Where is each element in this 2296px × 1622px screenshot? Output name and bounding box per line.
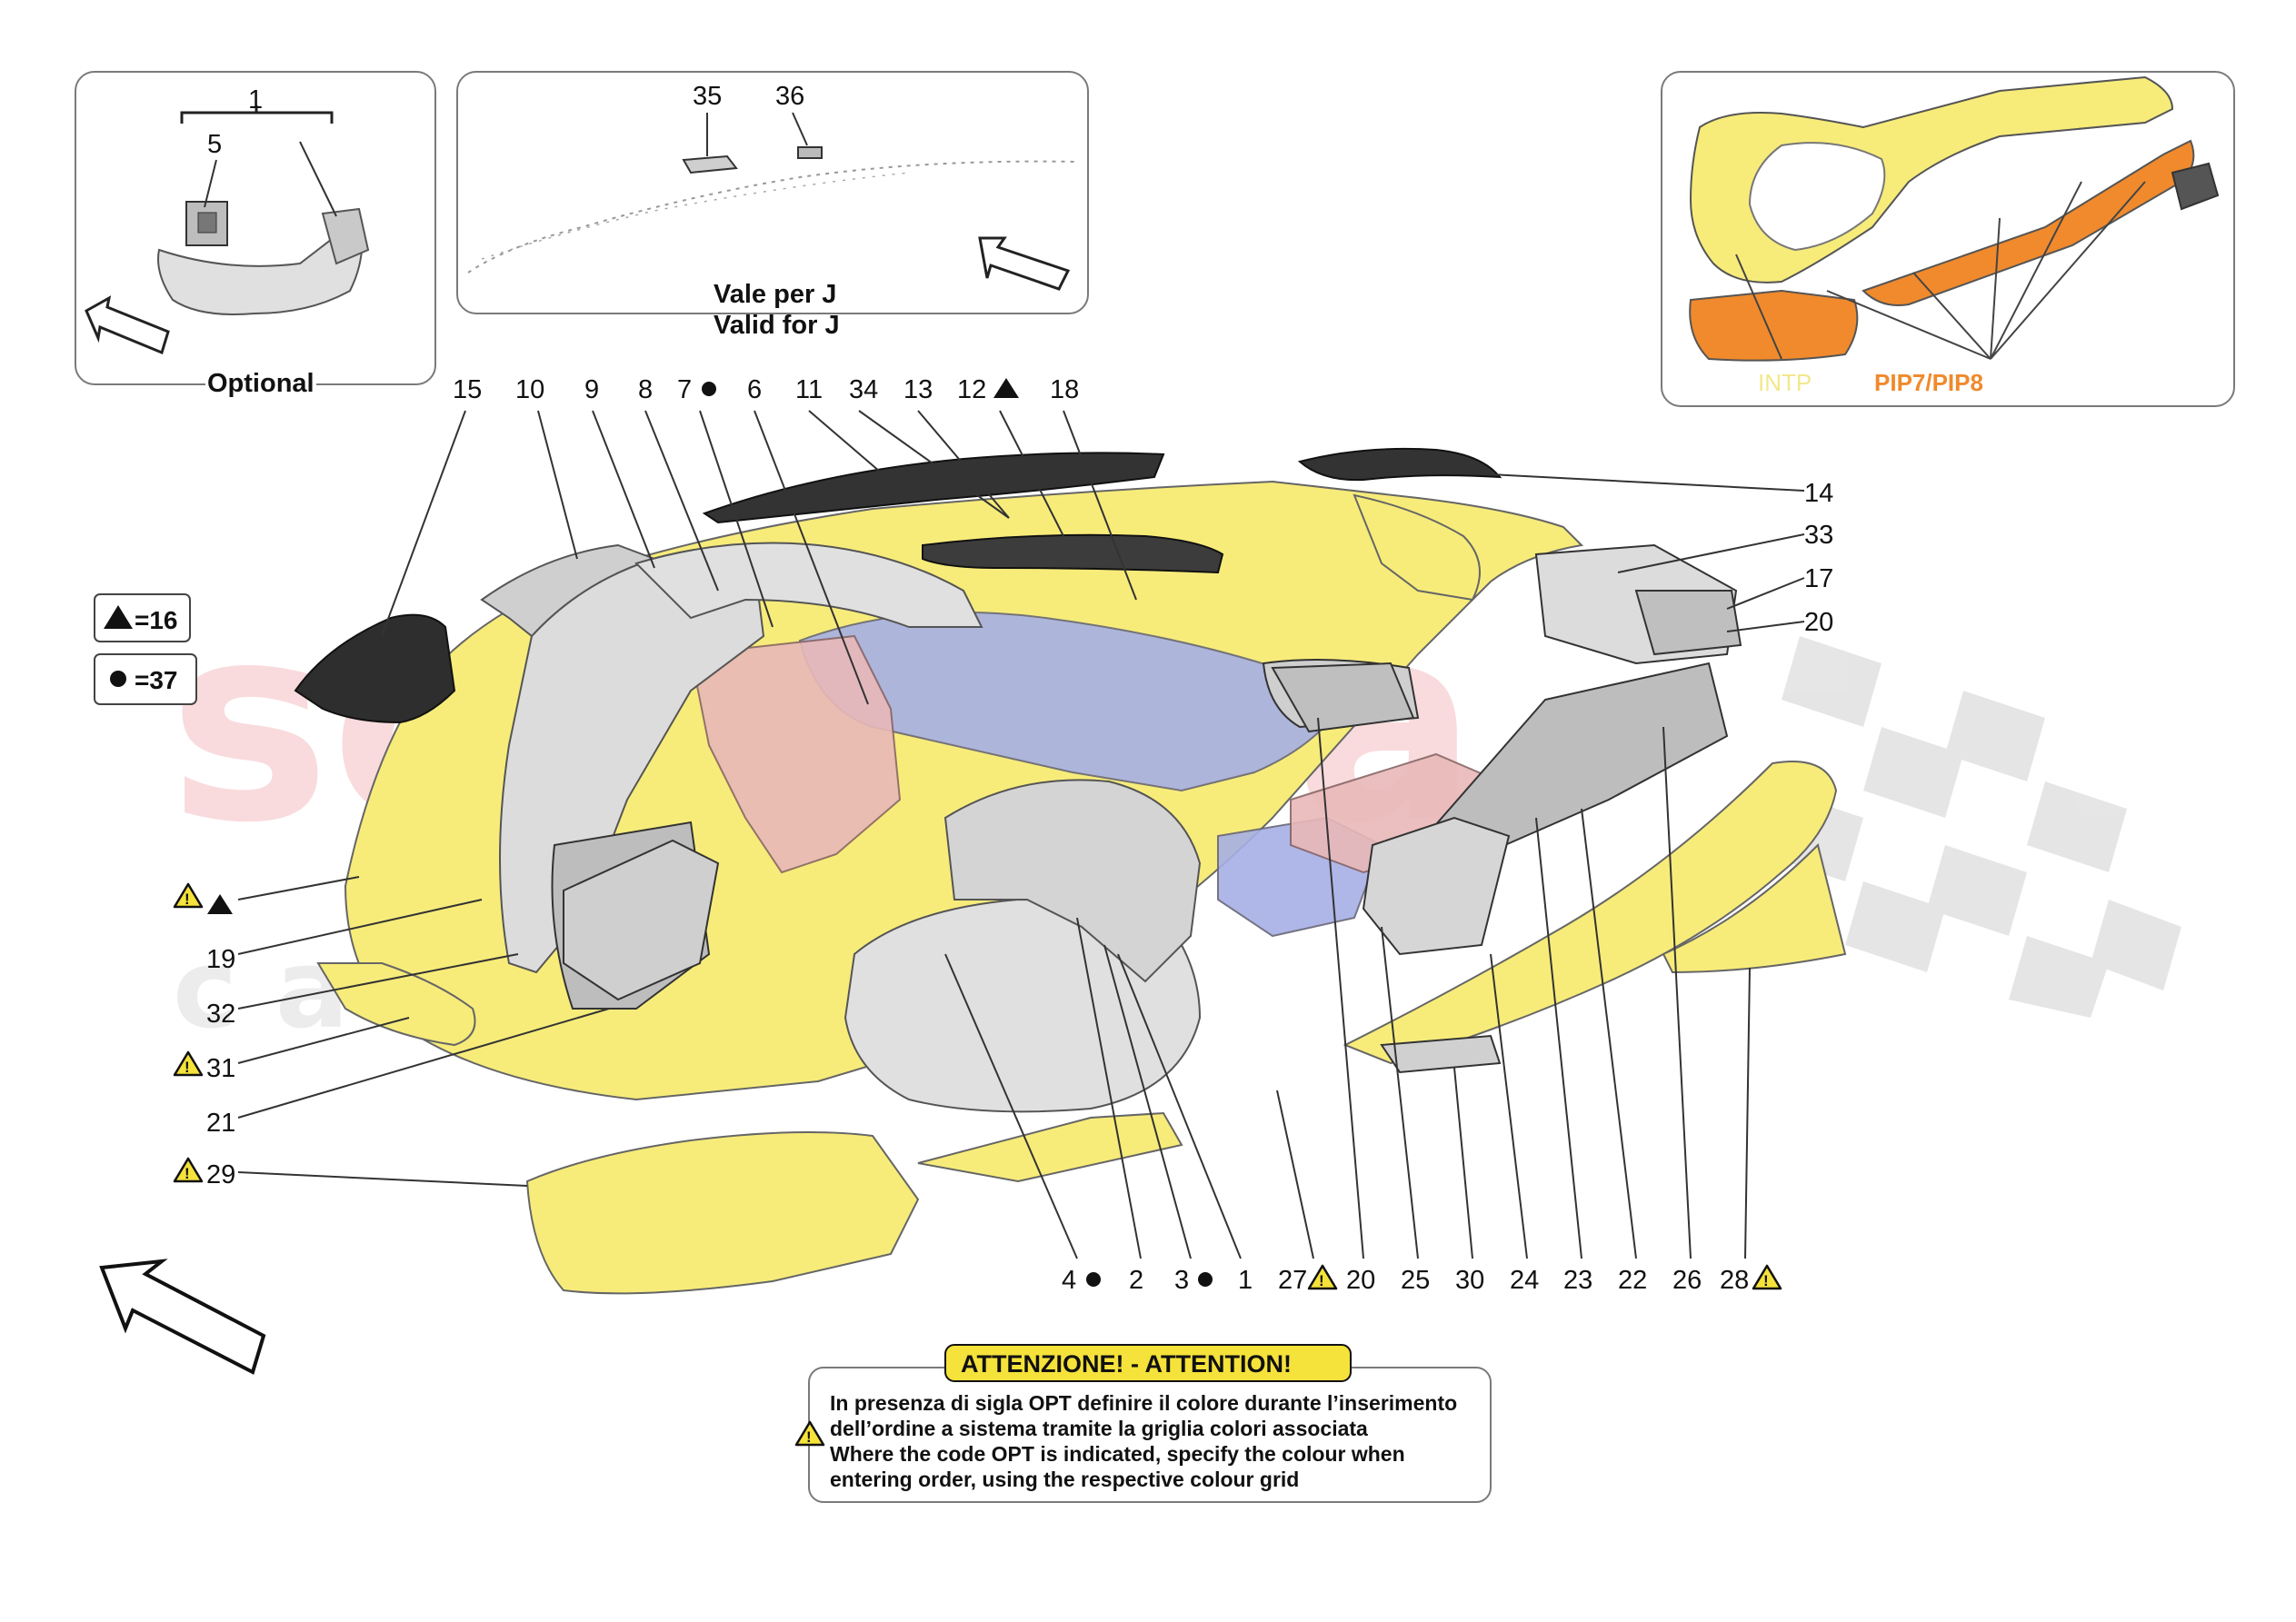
callout-10: 10 xyxy=(515,375,544,404)
valid-j-line1: Vale per J xyxy=(714,280,836,309)
warning-icon: ! xyxy=(173,1157,204,1183)
checkered-flag xyxy=(1763,636,2181,1018)
warning-icon: ! xyxy=(173,1050,204,1077)
callout-24: 24 xyxy=(1510,1266,1539,1295)
carbon-cluster-cover-15 xyxy=(294,613,456,724)
optional-shroud-part xyxy=(157,201,370,315)
intp-label: INTP xyxy=(1758,369,1812,396)
warning-icon: ! xyxy=(1307,1264,1338,1290)
warning-icon: ! xyxy=(1752,1264,1782,1290)
callout-19: 19 xyxy=(206,945,235,974)
intp-pip-illustration xyxy=(1689,75,2220,362)
attention-title: ATTENZIONE! - ATTENTION! xyxy=(961,1350,1292,1378)
dot-icon xyxy=(1198,1272,1213,1287)
left-yellow-trim-31 xyxy=(316,962,476,1047)
callout-1-inset: 1 xyxy=(248,85,263,114)
callout-14: 14 xyxy=(1804,479,1833,508)
svg-text:!: ! xyxy=(1763,1272,1769,1289)
callout-18: 18 xyxy=(1050,375,1079,404)
svg-text:!: ! xyxy=(185,1059,190,1076)
steering-shroud-lower xyxy=(844,779,1202,1113)
callout-2: 2 xyxy=(1129,1266,1143,1295)
callout-22: 22 xyxy=(1618,1266,1647,1295)
callout-30: 30 xyxy=(1455,1266,1484,1295)
direction-arrow-icon xyxy=(99,1259,266,1375)
callout-20-bottom: 20 xyxy=(1346,1266,1375,1295)
legend-triangle: =16 xyxy=(94,593,191,642)
j-dashboard-outline xyxy=(467,146,1078,274)
warning-icon: ! xyxy=(173,882,204,909)
callout-13: 13 xyxy=(903,375,933,404)
callout-6: 6 xyxy=(747,375,762,404)
callout-9: 9 xyxy=(584,375,599,404)
callout-15: 15 xyxy=(453,375,482,404)
callout-26: 26 xyxy=(1672,1266,1702,1295)
callouts-top: 15 10 9 8 7 6 11 34 13 12 18 xyxy=(453,375,1079,404)
attention-badge xyxy=(944,1344,1352,1382)
callouts-left: ! 19 32 ! 31 21 ! 29 xyxy=(173,882,235,1189)
note-line-4: entering order, using the respective col… xyxy=(830,1468,1299,1491)
part-36-shape xyxy=(797,146,823,159)
arrow-icon-j xyxy=(978,236,1071,291)
note-line-3: Where the code OPT is indicated, specify… xyxy=(830,1442,1405,1466)
callout-34: 34 xyxy=(849,375,878,404)
callout-3: 3 xyxy=(1174,1266,1189,1295)
callout-25: 25 xyxy=(1401,1266,1430,1295)
carbon-cover-14 xyxy=(1297,447,1502,482)
callout-29: 29 xyxy=(206,1160,235,1189)
inset-j-box xyxy=(456,71,1089,314)
callout-35: 35 xyxy=(693,82,722,111)
legend-leader-lines xyxy=(1735,181,2146,360)
callout-1: 1 xyxy=(1238,1266,1253,1295)
callout-23: 23 xyxy=(1563,1266,1592,1295)
note-line-1: In presenza di sigla OPT definire il col… xyxy=(830,1391,1457,1415)
callout-12: 12 xyxy=(957,375,986,404)
pip-label: PIP7/PIP8 xyxy=(1874,369,1983,396)
warning-icon: ! xyxy=(794,1420,825,1447)
callout-33: 33 xyxy=(1804,521,1833,550)
lower-yellow-panel-29 xyxy=(525,1111,1183,1295)
dot-icon xyxy=(1086,1272,1101,1287)
callout-8: 8 xyxy=(638,375,653,404)
callout-27: 27 xyxy=(1278,1266,1307,1295)
callout-21: 21 xyxy=(206,1109,235,1138)
note-line-2: dell’ordine a sistema tramite la griglia… xyxy=(830,1417,1368,1440)
carbon-grille-12 xyxy=(922,533,1224,574)
svg-text:!: ! xyxy=(185,891,190,908)
triangle-icon xyxy=(104,605,133,629)
dot-icon xyxy=(110,671,126,687)
dot-icon xyxy=(702,382,716,396)
callout-28: 28 xyxy=(1720,1266,1749,1295)
triangle-icon xyxy=(993,378,1019,398)
callout-32: 32 xyxy=(206,1000,235,1029)
callout-7: 7 xyxy=(677,375,692,404)
legend-dot: =37 xyxy=(94,653,197,705)
callout-5: 5 xyxy=(207,130,222,159)
legend-dot-text: =37 xyxy=(135,666,178,694)
valid-j-line2: Valid for J xyxy=(714,311,840,340)
right-yellow-trim-28 xyxy=(1343,761,1847,1065)
svg-text:!: ! xyxy=(806,1428,812,1446)
legend-triangle-text: =16 xyxy=(135,606,178,634)
leader-lines xyxy=(237,410,1805,1259)
callouts-right: 14 33 17 20 xyxy=(1804,479,1833,637)
air-vents xyxy=(563,590,1742,1074)
callout-11: 11 xyxy=(795,375,823,404)
callouts-bottom: 4 2 3 1 27 ! 20 25 30 24 23 22 26 28 ! xyxy=(1062,1264,1782,1295)
attention-note: ATTENZIONE! - ATTENTION! ! In presenza d… xyxy=(794,1344,1492,1503)
triangle-icon xyxy=(207,894,233,914)
arrow-icon xyxy=(85,295,170,355)
carbon-cover-11 xyxy=(702,452,1165,524)
part-35-shape xyxy=(682,154,738,174)
svg-text:!: ! xyxy=(185,1165,190,1182)
callout-31: 31 xyxy=(206,1054,235,1083)
callout-4: 4 xyxy=(1062,1266,1076,1295)
callout-17: 17 xyxy=(1804,564,1833,593)
callout-20-right: 20 xyxy=(1804,608,1833,637)
callout-36: 36 xyxy=(775,82,804,111)
optional-label: Optional xyxy=(207,369,314,398)
svg-text:!: ! xyxy=(1319,1272,1324,1289)
